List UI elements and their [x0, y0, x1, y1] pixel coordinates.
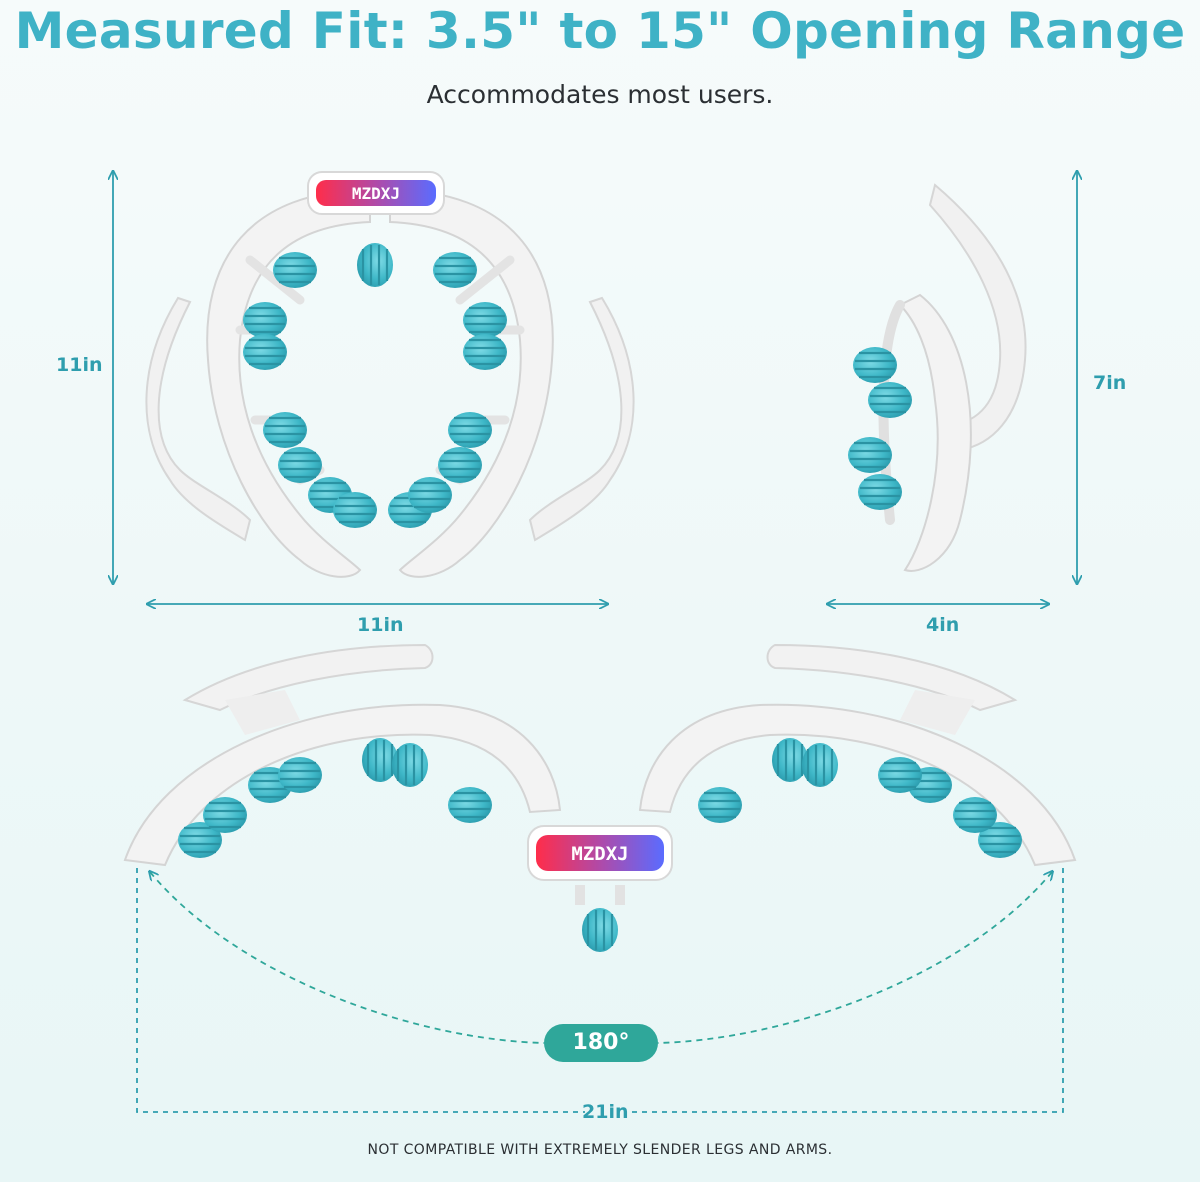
front-brand-label: MZDXJ: [352, 184, 400, 203]
open-brand-label: MZDXJ: [571, 843, 628, 865]
open-width-line-right: [632, 868, 1064, 1113]
front-width-label: 11in: [357, 614, 404, 636]
front-view-massager: MZDXJ: [145, 171, 635, 578]
open-width-line-left: [136, 868, 585, 1113]
page-subtitle: Accommodates most users.: [426, 80, 774, 109]
angle-arc-left: [150, 872, 545, 1044]
page-title: Measured Fit: 3.5" to 15" Opening Range: [14, 2, 1186, 60]
side-view-massager: [846, 183, 1027, 572]
front-height-label: 11in: [56, 354, 103, 376]
open-view-massager: MZDXJ: [123, 643, 1077, 954]
compatibility-note: NOT COMPATIBLE WITH EXTREMELY SLENDER LE…: [367, 1142, 833, 1158]
open-width-label: 21in: [582, 1101, 629, 1123]
side-height-label: 7in: [1093, 372, 1127, 394]
angle-arc-right: [657, 872, 1052, 1044]
side-width-label: 4in: [926, 614, 960, 636]
angle-badge: 180°: [544, 1024, 658, 1062]
